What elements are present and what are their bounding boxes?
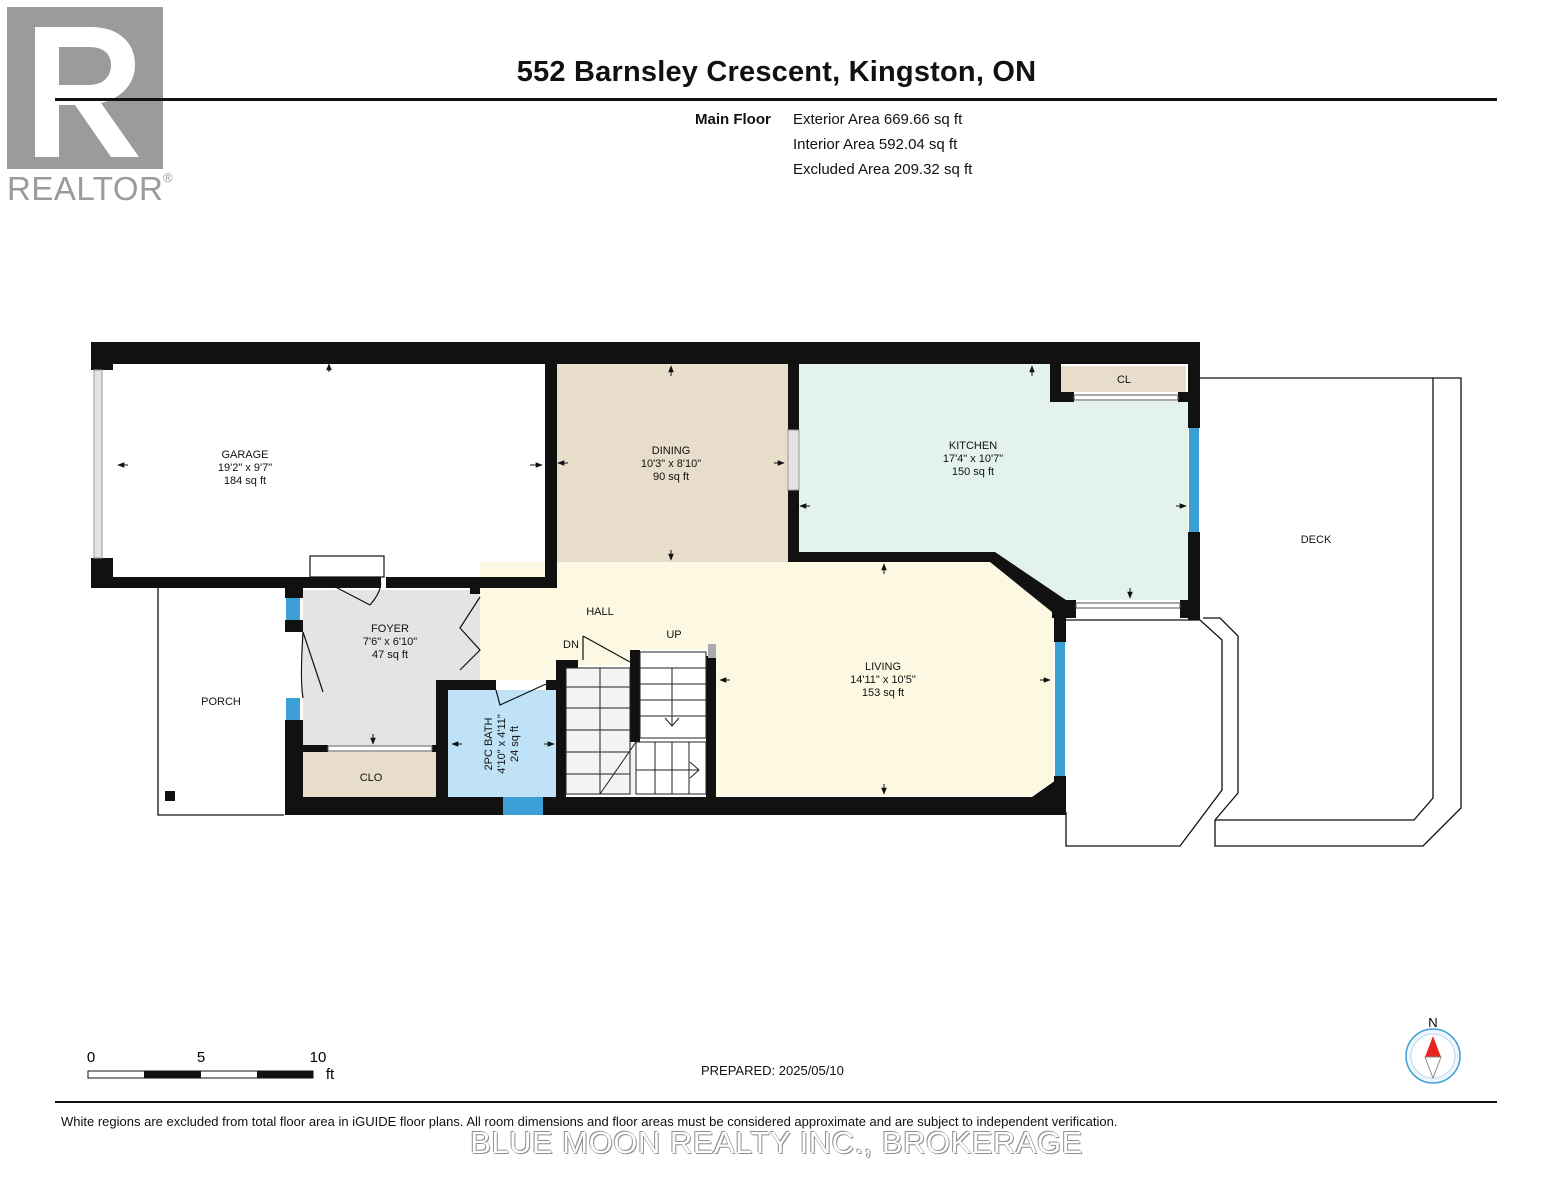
brokerage-watermark: BLUE MOON REALTY INC., BROKERAGE — [470, 1125, 1083, 1160]
title-divider — [55, 98, 1497, 101]
living-window — [1055, 642, 1065, 776]
walls — [91, 342, 1200, 815]
garage-area: 184 sq ft — [224, 475, 266, 487]
excluded-area: Excluded Area 209.32 sq ft — [793, 161, 973, 178]
kitchen-area: 150 sq ft — [952, 466, 994, 478]
windows — [93, 369, 1199, 815]
clo-name: CLO — [360, 772, 383, 784]
deck-step-outline — [1215, 378, 1434, 821]
porch-name: PORCH — [201, 696, 241, 708]
realtor-registered-mark: ® — [163, 170, 173, 185]
foyer-area: 47 sq ft — [372, 649, 408, 661]
dining-dims: 10'3" x 8'10" — [641, 458, 701, 470]
bay-outline-outer — [1203, 617, 1239, 821]
bath-dims: 4'10" x 4'11" — [496, 714, 508, 774]
stair-down-fill — [566, 667, 636, 795]
compass-north-label: N — [1428, 1015, 1437, 1030]
scale-unit: ft — [326, 1066, 335, 1083]
hall-name: HALL — [586, 606, 614, 618]
bath-area: 24 sq ft — [509, 726, 521, 762]
page-title: 552 Barnsley Crescent, Kingston, ON — [516, 56, 1037, 88]
room-labels: GARAGE 19'2" x 9'7" 184 sq ft DINING 10'… — [201, 374, 1332, 784]
living-name: LIVING — [865, 661, 901, 673]
compass-needle-north — [1425, 1036, 1441, 1057]
kitchen-name: KITCHEN — [949, 440, 997, 452]
living-dims: 14'11" x 10'5" — [850, 674, 916, 686]
foyer-name: FOYER — [371, 623, 409, 635]
clo-fill — [303, 752, 436, 798]
stairs-up-label: UP — [666, 629, 681, 641]
dining-fill — [557, 363, 788, 562]
cl-fill — [1061, 366, 1186, 392]
hall-living-fill — [440, 562, 1054, 796]
kitchen-fill — [799, 364, 1188, 602]
living-area: 153 sq ft — [862, 687, 904, 699]
scale-label-0: 0 — [87, 1049, 95, 1066]
deck-name: DECK — [1301, 534, 1332, 546]
dining-name: DINING — [652, 445, 691, 457]
interior-area: Interior Area 592.04 sq ft — [793, 136, 958, 153]
exterior-area: Exterior Area 669.66 sq ft — [793, 111, 963, 128]
realtor-wordmark: REALTOR — [7, 170, 164, 207]
porch-outline — [157, 588, 284, 816]
dining-area: 90 sq ft — [653, 471, 689, 483]
floor-label: Main Floor — [695, 111, 771, 128]
kitchen-dims: 17'4" x 10'7" — [943, 453, 1003, 465]
foyer-window-bottom — [286, 698, 300, 720]
bath-fill — [448, 690, 556, 797]
deck-outline — [1200, 377, 1462, 847]
realtor-logo — [7, 7, 163, 169]
scale-label-5: 5 — [197, 1049, 205, 1066]
porch-post — [165, 791, 175, 801]
scale-label-10: 10 — [310, 1049, 327, 1066]
doors — [300, 555, 631, 706]
garage-dims: 19'2" x 9'7" — [218, 462, 272, 474]
compass-needle-south — [1424, 1056, 1442, 1080]
compass: N — [1405, 1015, 1461, 1084]
scale-bar: 0 5 10 ft — [87, 1049, 335, 1083]
foyer-dims: 7'6" x 6'10" — [363, 636, 417, 648]
disclaimer-text: White regions are excluded from total fl… — [61, 1114, 1118, 1129]
stairs-down-label: DN — [563, 639, 579, 651]
kitchen-window — [1189, 428, 1199, 532]
bay-outline-inner — [1065, 619, 1223, 847]
prepared-date: PREPARED: 2025/05/10 — [701, 1063, 844, 1078]
garage-name: GARAGE — [221, 449, 268, 461]
realtor-r-mark — [35, 27, 139, 157]
stairs — [565, 651, 707, 795]
bath-name: 2PC BATH — [483, 717, 495, 770]
footer-divider — [55, 1101, 1497, 1103]
foyer-window-top — [286, 598, 300, 620]
bath-window — [503, 797, 543, 815]
dimension-arrows — [117, 363, 1187, 795]
cl-name: CL — [1117, 374, 1131, 386]
